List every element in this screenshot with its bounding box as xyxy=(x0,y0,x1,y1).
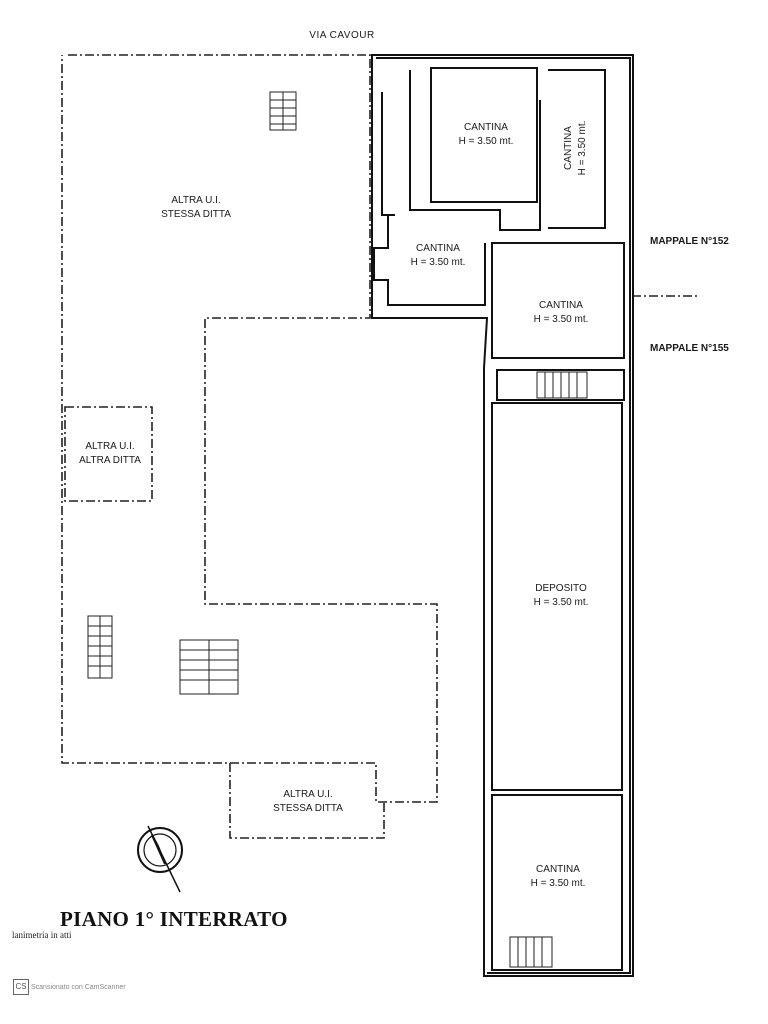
room-deposito: DEPOSITO H = 3.50 mt. xyxy=(534,582,589,610)
other-unit-outline xyxy=(61,54,438,803)
parcel-label-lower: MAPPALE N°155 xyxy=(650,343,729,354)
room-cantina-rotated: CANTINA H = 3.50 mt. xyxy=(562,121,590,176)
room-height: H = 3.50 mt. xyxy=(458,136,514,147)
room-height: H = 3.50 mt. xyxy=(410,257,466,268)
room-height: H = 3.50 mt. xyxy=(530,878,586,889)
plan-note: lanimetria in atti xyxy=(12,930,72,940)
street-label: VIA CAVOUR xyxy=(309,30,375,41)
stair-block xyxy=(496,369,625,401)
room-name: CANTINA xyxy=(536,864,580,875)
outer-wall-inner xyxy=(376,57,631,974)
plan-title: PIANO 1° INTERRATO xyxy=(60,907,288,931)
room-height: H = 3.50 mt. xyxy=(533,314,589,325)
cantina-left-corridor xyxy=(381,92,395,216)
other-unit-box xyxy=(64,406,153,502)
room-name: CANTINA xyxy=(464,122,508,133)
compass-icon xyxy=(137,825,183,893)
room-height: H = 3.50 mt. xyxy=(533,597,589,608)
other-unit-label: ALTRA U.I. ALTRA DITTA xyxy=(79,441,141,466)
room-cantina-bottom: CANTINA H = 3.50 mt. xyxy=(531,863,586,891)
room-cantina-left: CANTINA H = 3.50 mt. xyxy=(411,242,466,270)
cantina-mid-walls xyxy=(491,242,625,359)
cantina-left-walls xyxy=(373,215,486,306)
room-name: CANTINA xyxy=(563,126,574,170)
room-name: CANTINA xyxy=(539,300,583,311)
parcel-label-upper: MAPPALE N°152 xyxy=(650,236,729,247)
room-name: DEPOSITO xyxy=(535,583,587,594)
cantina-bottom-walls xyxy=(491,794,623,971)
other-unit-label: ALTRA U.I. STESSA DITTA xyxy=(273,789,343,814)
cantina-top-walls xyxy=(430,67,538,203)
other-unit-label: ALTRA U.I. STESSA DITTA xyxy=(161,195,231,220)
room-cantina-mid: CANTINA H = 3.50 mt. xyxy=(534,299,589,327)
other-unit-outline-lower xyxy=(229,763,385,839)
scanner-watermark: Scansionato con CamScanner xyxy=(31,984,126,991)
stair-icon xyxy=(536,371,588,399)
cantina-top-corridor xyxy=(409,70,541,231)
cantina-rotated-walls xyxy=(548,69,606,229)
deposito-walls xyxy=(491,402,623,791)
camscanner-logo-icon: CS xyxy=(13,979,29,995)
room-height: H = 3.50 mt. xyxy=(577,120,588,176)
stair-icon xyxy=(509,936,553,968)
room-name: CANTINA xyxy=(416,243,460,254)
outer-wall xyxy=(371,54,634,977)
room-cantina-top: CANTINA H = 3.50 mt. xyxy=(459,121,514,149)
